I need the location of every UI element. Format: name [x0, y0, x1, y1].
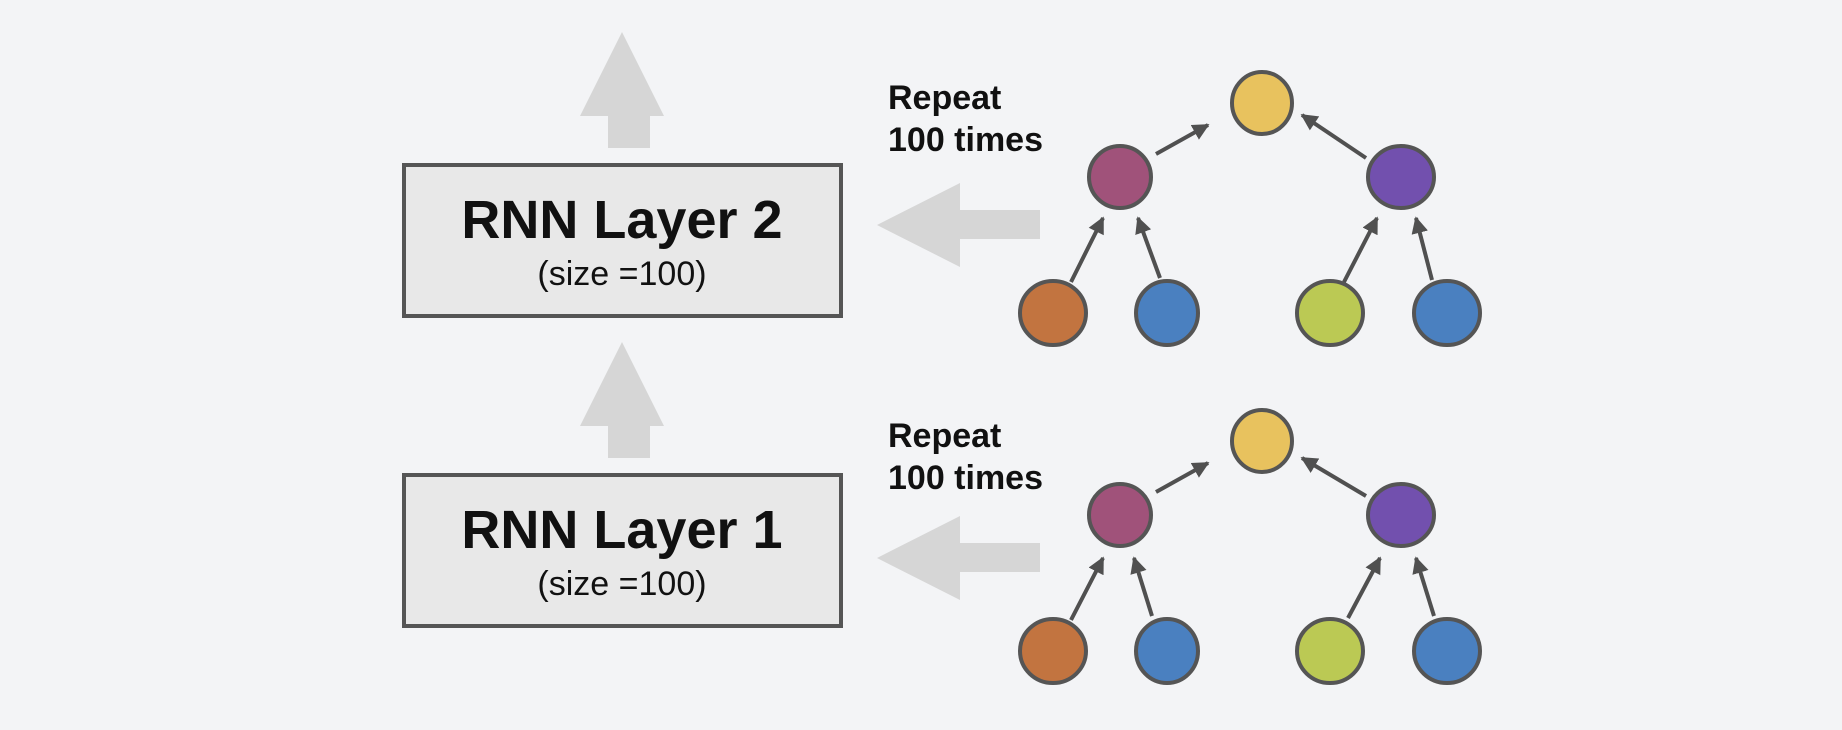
leaf-node-orange: [1018, 617, 1088, 685]
edge: [1155, 461, 1210, 494]
tree-edges: [1069, 113, 1434, 283]
edge: [1300, 456, 1368, 498]
edge: [1155, 123, 1210, 156]
tree-edges: [1069, 456, 1436, 621]
leaf-node-blue: [1412, 617, 1482, 685]
tree-layer-2: [1018, 70, 1482, 347]
edge: [1411, 216, 1434, 281]
tree2-to-layer2-arrow: [877, 183, 1040, 267]
edge: [1069, 216, 1105, 283]
layer1-to-layer2-up-arrow: [580, 342, 664, 458]
right-parent-node: [1366, 144, 1436, 210]
repeat-label-2: Repeat 100 times: [888, 79, 1043, 159]
tree1-to-layer1-arrow: [877, 516, 1040, 600]
tree-layer-1: [1018, 408, 1482, 685]
layer-2-title: RNN Layer 2: [461, 190, 782, 250]
edge: [1342, 216, 1379, 283]
rnn-layer-2-box: RNN Layer 2 (size =100): [402, 163, 843, 318]
leaf-node-green: [1295, 617, 1365, 685]
edge: [1346, 556, 1382, 619]
leaf-node-blue: [1134, 279, 1200, 347]
right-parent-node: [1366, 482, 1436, 548]
edge: [1069, 556, 1105, 621]
repeat-label-1: Repeat 100 times: [888, 417, 1043, 497]
leaf-node-green: [1295, 279, 1365, 347]
root-node: [1230, 70, 1294, 136]
leaf-node-orange: [1018, 279, 1088, 347]
leaf-node-blue: [1134, 617, 1200, 685]
repeat-label-1-line2: 100 times: [888, 459, 1043, 497]
left-parent-node: [1087, 144, 1153, 210]
repeat-label-2-line1: Repeat: [888, 79, 1001, 117]
left-parent-node: [1087, 482, 1153, 548]
layer-2-size: (size =100): [537, 255, 706, 293]
repeat-label-1-line1: Repeat: [888, 417, 1001, 455]
edge: [1300, 113, 1368, 160]
edge: [1412, 556, 1436, 617]
layer-1-size: (size =100): [537, 565, 706, 603]
output-up-arrow: [580, 32, 664, 148]
edge: [1130, 556, 1154, 617]
leaf-node-blue: [1412, 279, 1482, 347]
edge: [1135, 216, 1162, 279]
repeat-label-2-line2: 100 times: [888, 121, 1043, 159]
layer-1-title: RNN Layer 1: [461, 500, 782, 560]
rnn-layer-1-box: RNN Layer 1 (size =100): [402, 473, 843, 628]
root-node: [1230, 408, 1294, 474]
